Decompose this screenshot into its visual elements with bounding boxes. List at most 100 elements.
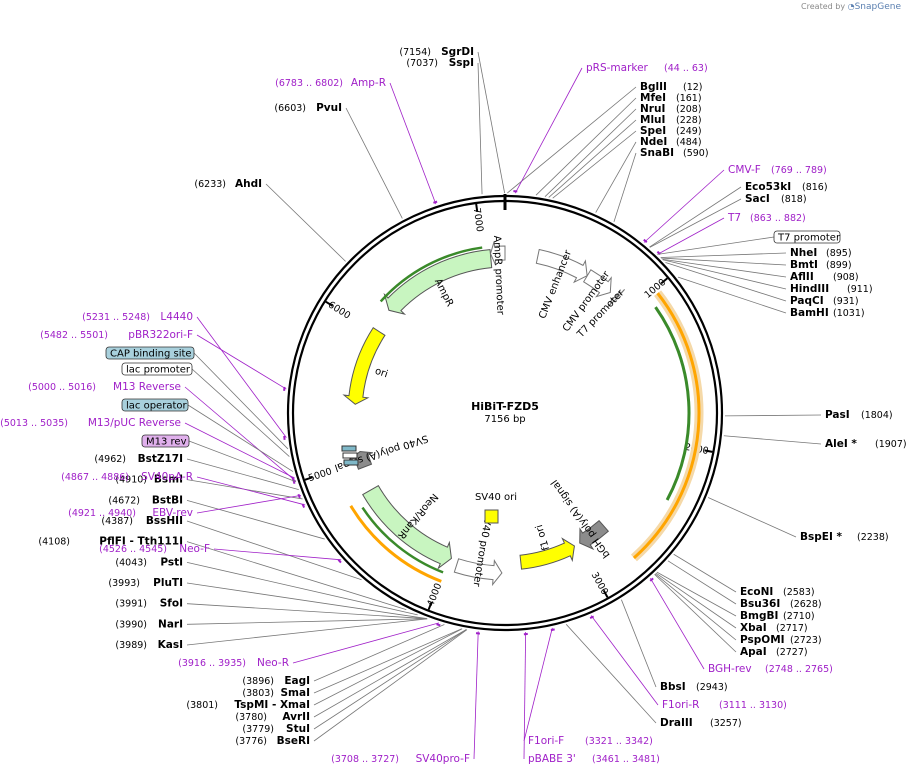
enzyme-leader xyxy=(313,629,468,742)
enzyme-leader xyxy=(654,574,737,653)
enzyme-leader xyxy=(655,572,737,629)
feature-label: AmpR xyxy=(432,277,455,309)
enzyme-leader xyxy=(186,582,427,619)
site-position: (816) xyxy=(802,182,828,193)
enzyme-leader xyxy=(595,141,637,213)
enzyme-name: SmaI xyxy=(281,687,311,699)
enzyme-leader xyxy=(724,414,822,417)
enzyme-leader xyxy=(535,97,637,196)
enzyme-name: AflII xyxy=(790,271,814,283)
primer-label: L4440(5231 .. 5248) xyxy=(82,311,193,323)
site-position: (3776) xyxy=(235,736,267,747)
enzyme-label: SmaI(3803) xyxy=(242,687,310,699)
tick-label: 4000 xyxy=(425,582,444,609)
enzyme-name: EagI xyxy=(284,675,310,687)
backbone-inner-circle xyxy=(291,199,719,627)
enzyme-name: XbaI xyxy=(740,622,767,634)
box-leader xyxy=(191,368,290,457)
enzyme-leader xyxy=(662,259,787,290)
primer-label: SV40pA-R(4867 .. 4886) xyxy=(61,471,193,483)
primer-label: Neo-R(3916 .. 3935) xyxy=(178,657,289,669)
primer-leader xyxy=(292,622,440,664)
site-position: (3801) xyxy=(186,700,218,711)
lac-operator-box xyxy=(343,459,359,466)
tick-mark xyxy=(602,589,609,598)
site-position: (2710) xyxy=(783,611,815,622)
enzyme-leader xyxy=(186,541,407,610)
feature-box-label: M13 rev xyxy=(141,434,297,483)
enzyme-name: PspOMI xyxy=(740,634,785,646)
enzyme-name: PluTI xyxy=(153,577,183,589)
enzyme-label: AflII (908) xyxy=(790,271,859,283)
enzyme-label: BsmI(4910) xyxy=(115,474,183,486)
enzyme-label: DraIII(3257) xyxy=(660,717,742,729)
site-position: (3321 .. 3342) xyxy=(585,736,653,747)
enzyme-label: SspI(7037) xyxy=(406,57,474,69)
primer-leader xyxy=(196,494,302,514)
box-bg xyxy=(121,398,189,412)
primer-name: BGH-rev xyxy=(708,663,752,675)
enzyme-label: PaqCI(931) xyxy=(790,295,859,307)
enzyme-name: StuI xyxy=(286,723,310,735)
site-position: (3111 .. 3130) xyxy=(719,700,787,711)
site-position: (161) xyxy=(676,93,702,104)
site-position: (3779) xyxy=(242,724,274,735)
enzyme-name: HindIII xyxy=(790,283,829,295)
enzyme-label: NarI(3990) xyxy=(115,618,183,630)
enzyme-leader xyxy=(649,198,742,248)
box-bg xyxy=(773,230,841,244)
enzyme-label: SpeI(249) xyxy=(640,125,702,137)
site-position: (6603) xyxy=(274,103,306,114)
site-position: (5000 .. 5016) xyxy=(28,382,96,393)
enzyme-label: Eco53kI(816) xyxy=(745,181,828,193)
box-bg xyxy=(121,362,193,376)
enzyme-name: SfoI xyxy=(160,598,183,610)
enzyme-leader xyxy=(265,183,346,262)
enzyme-name: PasI xyxy=(825,409,850,421)
box-bg xyxy=(141,434,190,448)
primer-name: pRS-marker xyxy=(586,62,649,74)
plasmid-center: HiBiT-FZD5 7156 bp xyxy=(471,400,539,425)
plasmid-name: HiBiT-FZD5 xyxy=(471,400,539,413)
site-position: (3257) xyxy=(710,718,742,729)
site-position: (908) xyxy=(833,272,859,283)
enzyme-leader xyxy=(723,435,822,445)
enzyme-name: ApaI xyxy=(740,646,767,658)
enzyme-leader xyxy=(552,130,637,199)
primer-name: M13 Reverse xyxy=(113,381,181,393)
primer-label: pRS-marker (44 .. 63) xyxy=(586,62,708,74)
site-position: (44 .. 63) xyxy=(664,63,708,74)
enzyme-leader xyxy=(186,499,325,540)
neor-orange-arc xyxy=(349,505,442,583)
site-position: (4043) xyxy=(115,557,147,568)
site-position: (3993) xyxy=(108,578,140,589)
site-position: (899) xyxy=(826,260,852,271)
site-position: (3990) xyxy=(115,619,147,630)
primer-name: T7 xyxy=(727,212,741,224)
enzyme-label: BstZ17I(4962) xyxy=(94,453,183,465)
site-position: (5231 .. 5248) xyxy=(82,312,150,323)
primer-label: M13 Reverse (5000 .. 5016) xyxy=(28,381,181,393)
feature-neor-kanr xyxy=(362,484,452,570)
site-position: (4672) xyxy=(108,495,140,506)
enzyme-label: SfoI(3991) xyxy=(115,598,183,610)
enzyme-leader xyxy=(565,624,657,724)
box-leader xyxy=(188,440,297,483)
primer-label: T7(863 .. 882) xyxy=(727,212,806,224)
primer-name: CMV-F xyxy=(728,164,761,176)
enzyme-leader xyxy=(313,624,445,682)
box-text: CAP binding site xyxy=(110,349,192,360)
enzyme-label: StuI (3779) xyxy=(242,723,310,735)
site-position: (4921 .. 4940) xyxy=(68,508,136,519)
enzyme-label: BmgBI(2710) xyxy=(740,610,815,622)
enzyme-name: BsmI xyxy=(154,474,183,486)
primer-name: Amp-R xyxy=(351,77,386,89)
enzyme-label: BglII(12) xyxy=(640,81,703,93)
credit-brand: SnapGene xyxy=(854,2,901,12)
site-position: (3916 .. 3935) xyxy=(178,658,246,669)
enzyme-leader xyxy=(186,520,362,581)
tick-mark xyxy=(475,203,479,213)
cds-arc xyxy=(654,306,691,501)
site-position: (818) xyxy=(781,194,807,205)
feature-box-label: lac promoter xyxy=(121,362,290,457)
